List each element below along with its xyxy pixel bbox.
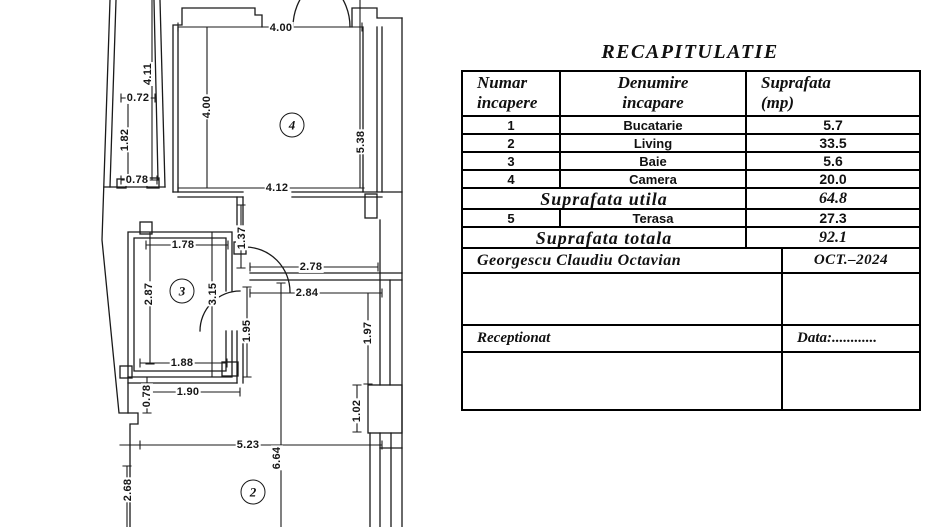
dim-label: 2.68: [121, 477, 135, 503]
signature-table: Georgescu Claudiu Octavian OCT.–2024 Rec…: [461, 247, 921, 412]
dim-label: 0.78: [124, 173, 150, 187]
suprafata-totala-label: Suprafata totala: [461, 226, 747, 250]
dim-label: 0.72: [125, 91, 151, 105]
header-line: Denumire: [617, 73, 689, 92]
dim-label: 4.00: [268, 21, 294, 35]
empty-cell: [781, 272, 921, 327]
room-num-cell: 5: [461, 208, 561, 229]
dim-label: 1.02: [350, 398, 364, 424]
dim-label: 0.78: [140, 383, 154, 409]
suprafata-totala-row: Suprafata totala 92.1: [461, 226, 921, 250]
dim-label: 5.23: [235, 438, 261, 452]
dim-label: 6.64: [270, 445, 284, 471]
data-label: Data:............: [781, 324, 921, 354]
dim-label: 1.37: [235, 225, 249, 251]
dim-label: 1.82: [118, 127, 132, 153]
header-line: (mp): [761, 92, 795, 112]
dim-label: 4.11: [141, 61, 155, 87]
recap-panel: RECAPITULATIE Numar incapere Denumire in…: [461, 41, 921, 412]
dim-label: 2.84: [294, 286, 320, 300]
dim-label: 1.78: [170, 238, 196, 252]
header-suprafata-mp: Suprafata (mp): [745, 69, 921, 118]
room-name-cell: Camera: [559, 169, 747, 190]
room-num-cell: 3: [461, 151, 561, 172]
suprafata-utila-value: 64.8: [745, 187, 921, 211]
header-line: Suprafata: [761, 73, 831, 92]
empty-cell: [461, 272, 783, 327]
room-number-4: 4: [279, 112, 305, 138]
table-row: 4 Camera 20.0: [461, 169, 921, 190]
room-num-cell: 4: [461, 169, 561, 190]
room-area-cell: 33.5: [745, 133, 921, 154]
dim-label: 4.12: [264, 181, 290, 195]
recap-title: RECAPITULATIE: [601, 41, 779, 63]
header-line: incapere: [477, 92, 538, 112]
table-row: 2 Living 33.5: [461, 133, 921, 154]
header-line: Numar: [477, 73, 528, 92]
room-name-cell: Terasa: [559, 208, 747, 229]
room-area-cell: 27.3: [745, 208, 921, 229]
suprafata-utila-label: Suprafata utila: [461, 187, 747, 211]
dim-label: 5.38: [354, 129, 368, 155]
room-name-cell: Baie: [559, 151, 747, 172]
table-row: 5 Terasa 27.3: [461, 208, 921, 229]
room-area-cell: 5.7: [745, 115, 921, 136]
empty-cell: [461, 351, 783, 412]
room-number-2: 2: [240, 479, 266, 505]
author-name: Georgescu Claudiu Octavian: [461, 247, 783, 275]
room-area-cell: 5.6: [745, 151, 921, 172]
table-row: 3 Baie 5.6: [461, 151, 921, 172]
dim-label: 2.87: [142, 281, 156, 307]
dim-label: 1.90: [175, 385, 201, 399]
room-num-cell: 1: [461, 115, 561, 136]
dim-label: 3.15: [206, 281, 220, 307]
floor-plan-linework: [101, 0, 403, 527]
date-value: OCT.–2024: [781, 247, 921, 275]
room-number-3: 3: [169, 278, 195, 304]
dim-label: 1.95: [240, 318, 254, 344]
dim-label: 4.00: [200, 94, 214, 120]
header-numar-incapere: Numar incapere: [461, 69, 561, 118]
floor-plan: 4.00 4.11 0.72 1.82 0.78 4.00 5.38 4.12 …: [0, 0, 465, 527]
table-row: 1 Bucatarie 5.7: [461, 115, 921, 136]
dim-label: 1.88: [169, 356, 195, 370]
suprafata-totala-value: 92.1: [745, 226, 921, 250]
room-num-cell: 2: [461, 133, 561, 154]
receptionat-label: Receptionat: [461, 324, 783, 354]
dim-label: 2.78: [298, 260, 324, 274]
room-name-cell: Bucatarie: [559, 115, 747, 136]
recap-table: Numar incapere Denumire incapare Suprafa…: [461, 69, 921, 250]
empty-cell: [781, 351, 921, 412]
room-area-cell: 20.0: [745, 169, 921, 190]
walls: [101, 0, 403, 527]
header-denumire-incapare: Denumire incapare: [559, 69, 747, 118]
dim-label: 1.97: [361, 320, 375, 346]
header-line: incapare: [622, 92, 684, 112]
room-name-cell: Living: [559, 133, 747, 154]
suprafata-utila-row: Suprafata utila 64.8: [461, 187, 921, 211]
